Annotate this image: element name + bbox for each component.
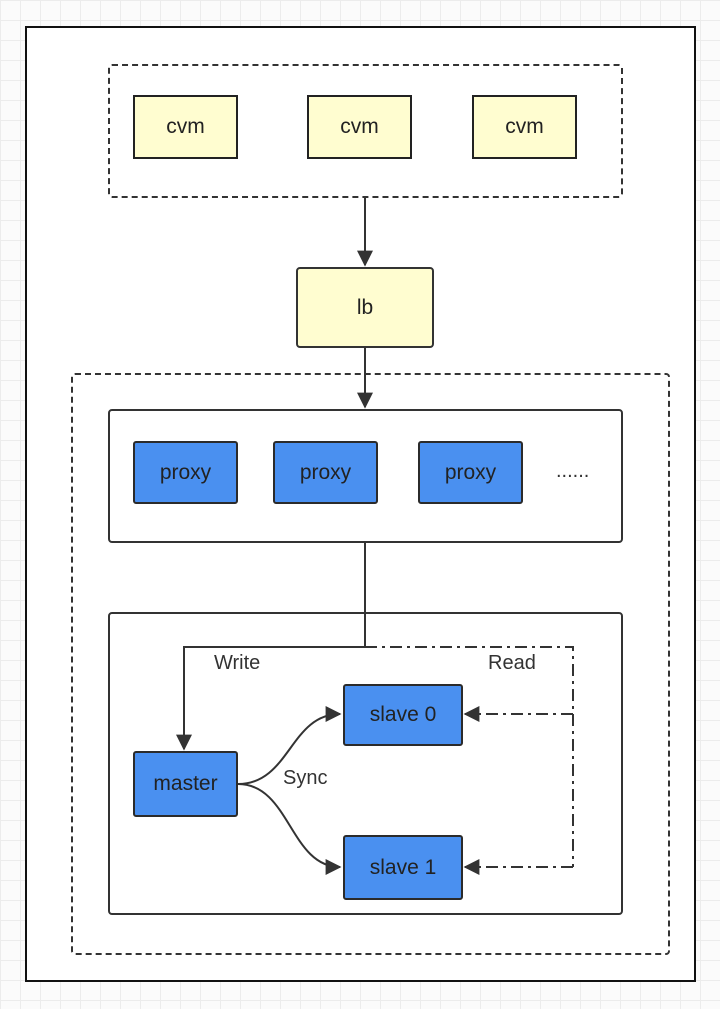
read-label: Read [488,652,536,674]
edge-sync-slave0 [237,706,342,785]
cvm-node-2: cvm [307,95,412,159]
service-group [71,373,670,955]
proxy-ellipsis: ...... [556,460,590,482]
cvm-node-3: cvm [472,95,577,159]
slave-0-node: slave 0 [343,684,463,746]
sync-label: Sync [283,767,328,789]
cvm-node-1: cvm [133,95,238,159]
edge-sync-slave1 [237,783,342,875]
cvm-group [108,64,623,198]
edge-write [176,543,366,751]
slave-1-node: slave 1 [343,835,463,900]
proxy-node-3: proxy [418,441,523,504]
master-node: master [133,751,238,817]
edge-read [365,646,574,867]
proxy-node-2: proxy [273,441,378,504]
write-label: Write [214,652,261,674]
proxy-node-1: proxy [133,441,238,504]
lb-node: lb [296,267,434,348]
